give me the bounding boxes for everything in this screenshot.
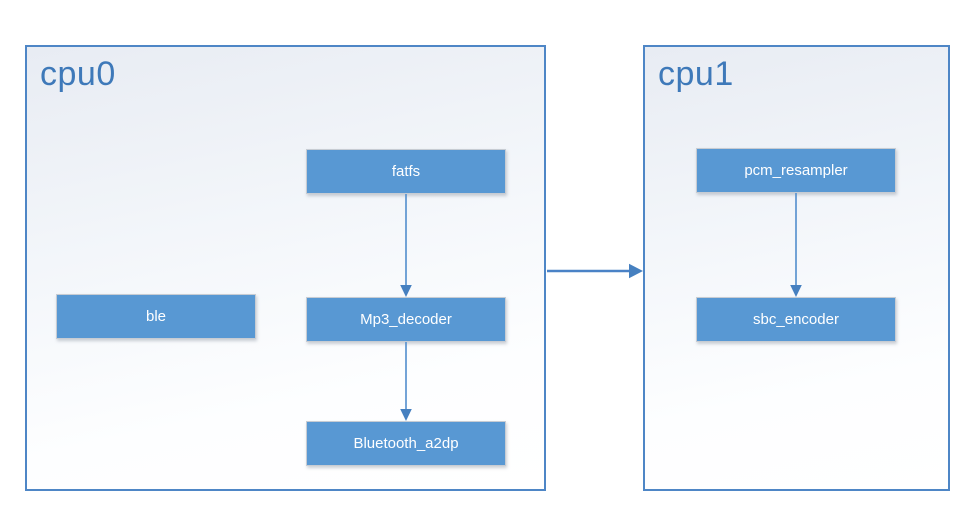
container-cpu1-title: cpu1 [658, 55, 734, 93]
node-ble[interactable]: ble [56, 294, 256, 339]
node-fatfs-label: fatfs [391, 163, 421, 180]
node-sbc-encoder-label: sbc_encoder [753, 311, 839, 328]
node-mp3-decoder[interactable]: Mp3_decoder [306, 297, 506, 342]
node-bluetooth-a2dp-label: Bluetooth_a2dp [353, 435, 459, 452]
node-sbc-encoder[interactable]: sbc_encoder [696, 297, 896, 342]
container-cpu0[interactable]: cpu0 [25, 45, 546, 491]
node-fatfs[interactable]: fatfs [306, 149, 506, 194]
container-cpu0-title: cpu0 [40, 55, 116, 93]
node-bluetooth-a2dp[interactable]: Bluetooth_a2dp [306, 421, 506, 466]
container-cpu1[interactable]: cpu1 [643, 45, 950, 491]
arrow-cpu0-to-cpu1 [547, 263, 643, 279]
node-ble-label: ble [145, 308, 167, 325]
node-mp3-decoder-label: Mp3_decoder [360, 311, 452, 328]
node-pcm-resampler-label: pcm_resampler [744, 162, 848, 179]
node-pcm-resampler[interactable]: pcm_resampler [696, 148, 896, 193]
